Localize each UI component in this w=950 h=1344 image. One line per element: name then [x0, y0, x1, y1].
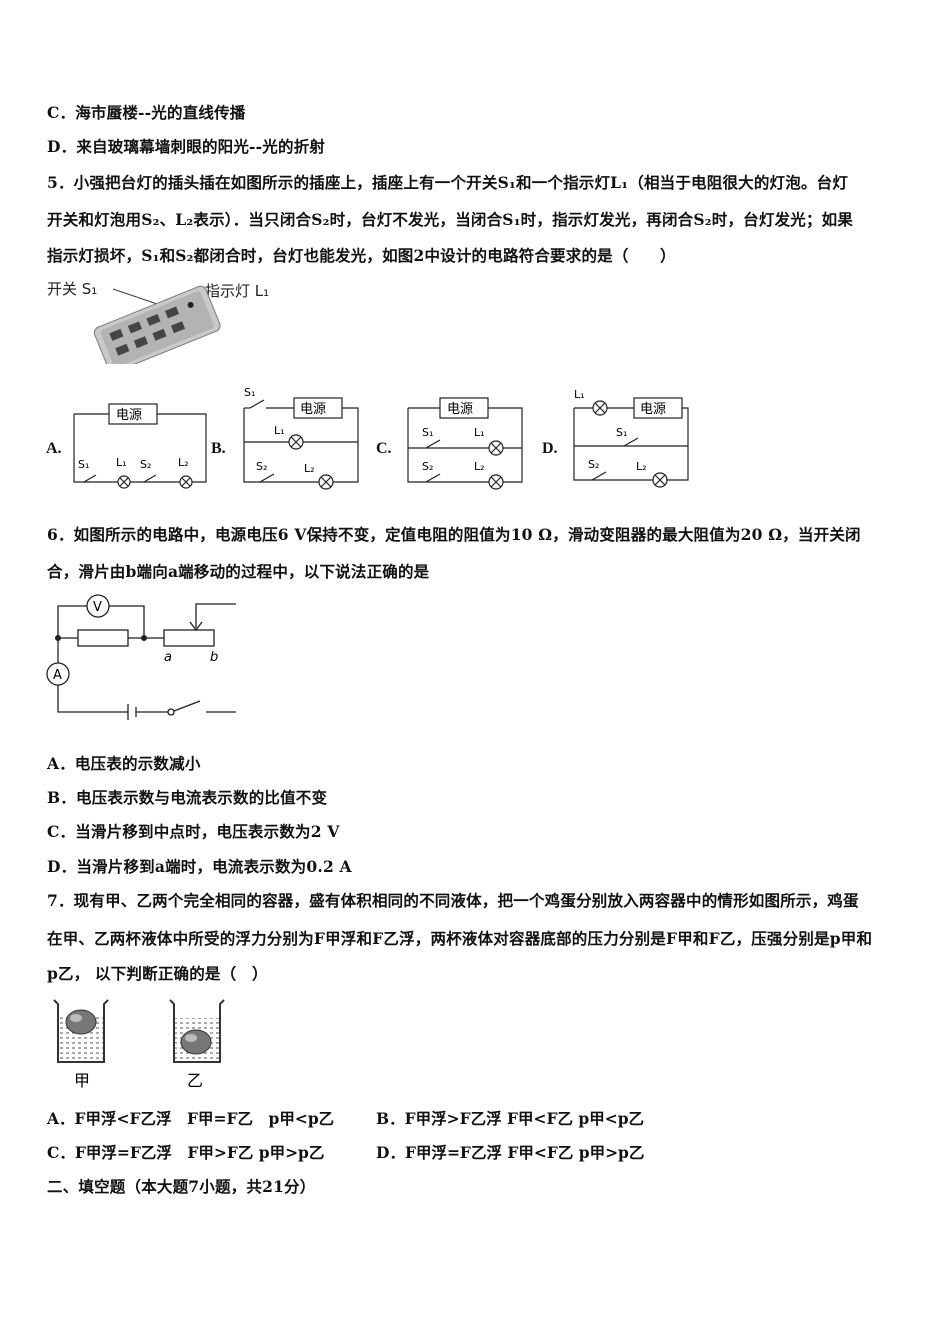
q6-option-b: B．电压表示数与电流表示数的比值不变: [47, 788, 328, 807]
q6-line1: 6．如图所示的电路中，电源电压6 V保持不变，定值电阻的阻值为10 Ω，滑动变阻…: [47, 525, 861, 544]
q6-option-a: A．电压表的示数减小: [47, 754, 201, 773]
svg-text:L₁: L₁: [574, 388, 585, 401]
opt-c-label: C.: [376, 440, 392, 457]
svg-text:S₂: S₂: [588, 458, 599, 471]
q6-line2: 合，滑片由b端向a端移动的过程中，以下说法正确的是: [47, 562, 430, 581]
svg-text:L₂: L₂: [474, 460, 485, 473]
svg-text:S₁: S₁: [244, 386, 255, 399]
q7-option-a: A．F甲浮<F乙浮 F甲=F乙 p甲<p乙: [47, 1109, 335, 1128]
svg-text:S₂: S₂: [422, 460, 433, 473]
svg-text:A: A: [53, 668, 62, 683]
svg-text:L₂: L₂: [636, 460, 647, 473]
svg-text:乙: 乙: [187, 1071, 203, 1090]
svg-text:电源: 电源: [116, 408, 142, 423]
svg-text:a: a: [164, 650, 172, 665]
section-2-heading: 二、填空题（本大题7小题，共21分）: [47, 1177, 316, 1196]
socket-figure: 开关 S₁ 指示灯 L₁: [47, 280, 269, 364]
svg-text:S₁: S₁: [78, 458, 89, 471]
q6-option-c: C．当滑片移到中点时，电压表示数为2 V: [47, 822, 340, 841]
switch-label: 开关 S₁: [47, 280, 97, 298]
svg-text:甲: 甲: [74, 1071, 90, 1090]
circuit-a: 电源 S₁ L₁ S₂ L₂: [73, 403, 207, 489]
circuit-q6: V A a b: [46, 594, 236, 720]
beaker-jia: [53, 999, 109, 1063]
svg-text:电源: 电源: [300, 402, 326, 417]
svg-text:S₂: S₂: [140, 458, 151, 471]
q5-line3: 指示灯损坏，S₁和S₂都闭合时，台灯也能发光，如图2中设计的电路符合要求的是（ …: [47, 246, 676, 265]
svg-text:S₁: S₁: [616, 426, 627, 439]
circuit-d: L₁ 电源 S₁ S₂ L₂: [573, 388, 689, 488]
beakers-figure: 甲 乙: [53, 999, 225, 1090]
q7-option-c: C．F甲浮=F乙浮 F甲>F乙 p甲>p乙: [47, 1143, 325, 1162]
beaker-yi: [169, 999, 225, 1063]
svg-text:电源: 电源: [640, 402, 666, 417]
q6-option-d: D．当滑片移到a端时，电流表示数为0.2 A: [47, 857, 352, 876]
circuit-c: 电源 S₁ L₁ S₂ L₂: [407, 397, 523, 490]
svg-text:L₂: L₂: [304, 462, 315, 475]
q5-line1: 5．小强把台灯的插头插在如图所示的插座上，插座上有一个开关S₁和一个指示灯L₁（…: [47, 173, 849, 192]
svg-text:电源: 电源: [447, 402, 473, 417]
svg-text:S₂: S₂: [256, 460, 267, 473]
svg-text:b: b: [210, 650, 218, 665]
circuit-b: S₁ 电源 L₁ S₂ L₂: [243, 386, 359, 490]
q7-line1: 7．现有甲、乙两个完全相同的容器，盛有体积相同的不同液体，把一个鸡蛋分别放入两容…: [47, 891, 859, 910]
lamp-label: 指示灯 L₁: [205, 282, 269, 300]
svg-text:L₁: L₁: [116, 456, 127, 469]
svg-text:L₂: L₂: [178, 456, 189, 469]
svg-text:S₁: S₁: [422, 426, 433, 439]
opt-a-label: A.: [46, 440, 62, 457]
q7-option-b: B．F甲浮>F乙浮 F甲<F乙 p甲<p乙: [376, 1109, 645, 1128]
option-c-prev: C．海市蜃楼--光的直线传播: [47, 103, 246, 122]
opt-d-label: D.: [542, 440, 558, 457]
q7-line2: 在甲、乙两杯液体中所受的浮力分别为F甲浮和F乙浮，两杯液体对容器底部的压力分别是…: [47, 929, 873, 948]
svg-text:V: V: [93, 600, 102, 615]
q5-line2: 开关和灯泡用S₂、L₂表示）．当只闭合S₂时，台灯不发光，当闭合S₁时，指示灯发…: [47, 210, 854, 229]
option-d-prev: D．来自玻璃幕墙刺眼的阳光--光的折射: [47, 137, 326, 156]
q7-line3: p乙， 以下判断正确的是（ ）: [47, 964, 268, 983]
svg-text:L₁: L₁: [474, 426, 485, 439]
opt-b-label: B.: [211, 440, 226, 457]
svg-text:L₁: L₁: [274, 424, 285, 437]
q7-option-d: D．F甲浮=F乙浮 F甲<F乙 p甲>p乙: [376, 1143, 645, 1162]
